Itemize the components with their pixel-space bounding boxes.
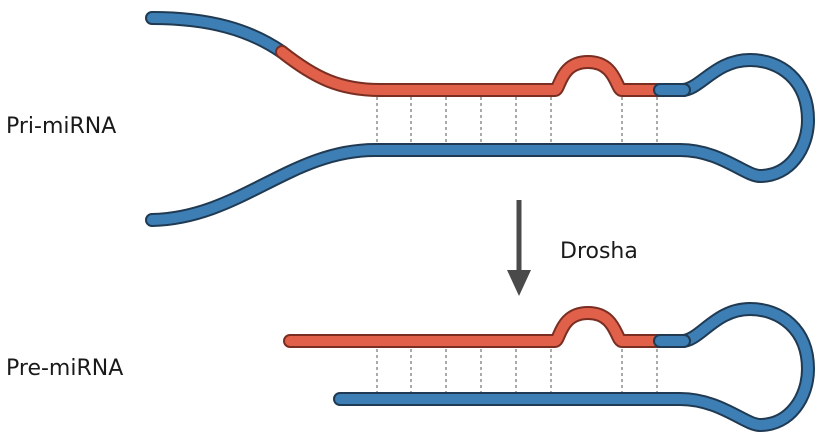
pri-mirna-structure bbox=[145, 11, 815, 227]
pre-lower-strand-outline bbox=[333, 302, 815, 432]
pri-mirna-strand bbox=[277, 47, 665, 95]
drosha-label: Drosha bbox=[560, 239, 638, 264]
pre-mirna-label: Pre-miRNA bbox=[6, 356, 123, 381]
arrow-head bbox=[507, 270, 531, 296]
pri-upper-flank bbox=[147, 13, 287, 57]
processing-arrow bbox=[507, 200, 531, 296]
pre-mirna-strand bbox=[285, 308, 665, 346]
pri-base-pairs bbox=[376, 97, 658, 143]
pri-mirna-label: Pri-miRNA bbox=[6, 114, 116, 139]
pre-mirna-structure bbox=[283, 302, 815, 432]
pre-base-pairs bbox=[376, 349, 658, 392]
pri-lower-strand bbox=[147, 55, 813, 225]
pre-lower-strand bbox=[335, 304, 813, 430]
